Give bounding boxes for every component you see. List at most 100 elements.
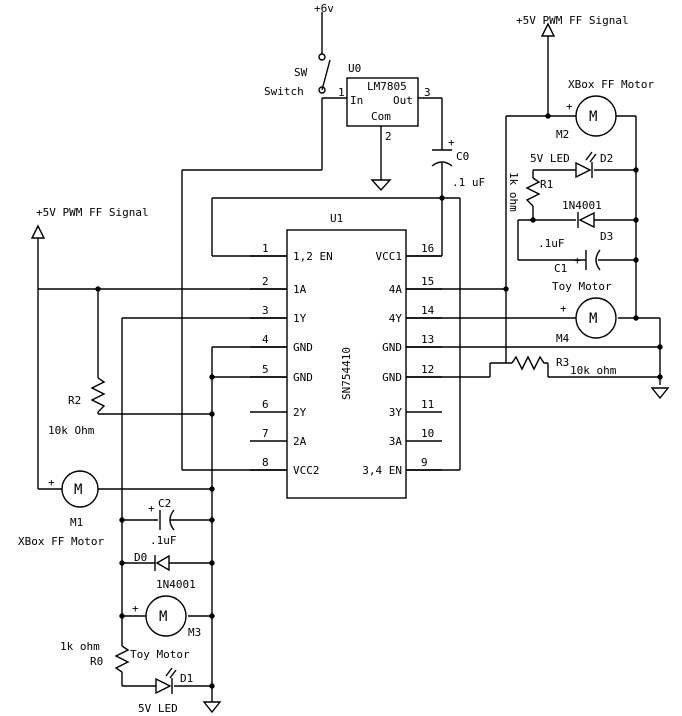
d1-desc: 5V LED: [138, 702, 178, 715]
m1-plus: +: [48, 476, 55, 489]
r0-value: 1k ohm: [60, 640, 100, 653]
led-d2: 5V LED D2: [530, 151, 613, 179]
pin-10-label: 3A: [389, 435, 403, 448]
c2-name: C2: [158, 497, 171, 510]
m4-desc: Toy Motor: [552, 280, 612, 293]
diode-icon: [578, 211, 595, 229]
signal-arrow-icon: [30, 224, 46, 239]
led-arrow-icon: [585, 151, 593, 161]
pin-15-num: 15: [421, 275, 434, 288]
signal-arrow-icon: [540, 22, 556, 37]
supply-label: +6v: [314, 2, 334, 15]
capacitor-c2: + C2 .1uF: [148, 497, 177, 547]
m3-desc: Toy Motor: [130, 648, 190, 661]
pin-12-num: 12: [421, 363, 434, 376]
pin-11-label: 3Y: [389, 406, 403, 419]
ic-part: SN754410: [340, 347, 353, 400]
d1-name: D1: [180, 672, 193, 685]
d2-desc: 5V LED: [530, 152, 570, 165]
pin-7-label: 2A: [293, 435, 307, 448]
pin-8-label: VCC2: [293, 464, 320, 477]
switch-lever-icon: [321, 59, 331, 91]
pin-2-label: 1A: [293, 283, 307, 296]
pin-9-label: 3,4 EN: [362, 464, 402, 477]
pin-3-num: 3: [262, 304, 269, 317]
pin-12-label: GND: [382, 371, 402, 384]
r3-value: 10k ohm: [570, 364, 617, 377]
regulator-out-label: Out: [393, 94, 413, 107]
diode-icon: [155, 554, 170, 572]
c1-name: C1: [554, 262, 567, 275]
ground-icon: [650, 387, 670, 400]
regulator-com-label: Com: [371, 110, 391, 123]
regulator-part: LM7805: [367, 80, 407, 93]
resistor-r0: 1k ohm R0: [60, 640, 130, 673]
m1-desc: XBox FF Motor: [18, 535, 104, 548]
regulator-u0: U0 LM7805 In Out Com 1 3 2: [338, 62, 431, 192]
pin-10-num: 10: [421, 427, 434, 440]
pin-5-label: GND: [293, 371, 313, 384]
m2-plus: +: [566, 100, 573, 113]
capacitor-c0: + C0 .1 uF: [431, 136, 485, 189]
pin-11-num: 11: [421, 398, 434, 411]
led-arrow-icon: [589, 153, 597, 163]
pin-1-label: 1,2 EN: [293, 250, 333, 263]
junction-dots: [95, 113, 663, 689]
pin-2-num: 2: [262, 275, 269, 288]
pin-13-num: 13: [421, 333, 434, 346]
led-arrow-icon: [165, 667, 173, 677]
d2-name: D2: [600, 152, 613, 165]
d0-part: 1N4001: [156, 578, 196, 591]
signal-left: +5V PWM FF Signal: [30, 206, 149, 239]
diode-d3: 1N4001 D3: [562, 199, 613, 243]
c0-value: .1 uF: [452, 176, 485, 189]
regulator-pin-in: 1: [338, 86, 345, 99]
signal-right: +5V PWM FF Signal: [516, 14, 629, 37]
switch-label: Switch: [264, 85, 304, 98]
supply-switch: +6v SW Switch: [264, 2, 334, 98]
c0-name: C0: [456, 150, 469, 163]
motor-m4: M + M4 Toy Motor: [552, 280, 617, 345]
d3-name: D3: [600, 230, 613, 243]
c0-plus: +: [448, 136, 455, 149]
pin-5-num: 5: [262, 363, 269, 376]
motor-icon: [575, 297, 617, 339]
pin-1-num: 1: [262, 242, 269, 255]
led-d1: D1 5V LED: [138, 667, 193, 715]
motor-m2: M + M2 XBox FF Motor: [556, 78, 654, 141]
c2-value: .1uF: [150, 534, 177, 547]
pin-13-label: GND: [382, 341, 402, 354]
m1-symbol: M: [74, 482, 82, 498]
c1-plus: +: [574, 254, 581, 267]
diode-d0: D0 1N4001: [134, 551, 196, 591]
m2-name: M2: [556, 128, 569, 141]
regulator-in-label: In: [350, 94, 363, 107]
r0-name: R0: [90, 655, 103, 668]
resistor-r2: R2 10k Ohm: [48, 377, 106, 437]
m2-symbol: M: [589, 109, 597, 125]
pin-3-label: 1Y: [293, 312, 307, 325]
switch-sw-label: SW: [294, 66, 308, 79]
motor-icon: [575, 95, 617, 137]
pin-14-label: 4Y: [389, 312, 403, 325]
pin-7-num: 7: [262, 427, 269, 440]
m2-desc: XBox FF Motor: [568, 78, 654, 91]
pin-14-num: 14: [421, 304, 435, 317]
d3-part: 1N4001: [562, 199, 602, 212]
led-arrow-icon: [169, 669, 177, 679]
m3-plus: +: [132, 602, 139, 615]
motor-m1: M + M1 XBox FF Motor: [18, 470, 104, 548]
regulator-pin-com: 2: [385, 130, 392, 143]
r2-name: R2: [68, 394, 81, 407]
motor-m3: M + M3 Toy Motor: [130, 595, 201, 661]
signal-right-label: +5V PWM FF Signal: [516, 14, 629, 27]
capacitor-c1: .1uF C1 +: [538, 237, 601, 275]
r1-value: 1k ohm: [507, 172, 520, 212]
regulator-name: U0: [348, 62, 361, 75]
signal-left-label: +5V PWM FF Signal: [36, 206, 149, 219]
m3-name: M3: [188, 626, 201, 639]
switch-contact-icon: [318, 53, 326, 61]
m4-name: M4: [556, 332, 570, 345]
d0-name: D0: [134, 551, 147, 564]
pin-15-label: 4A: [389, 283, 403, 296]
